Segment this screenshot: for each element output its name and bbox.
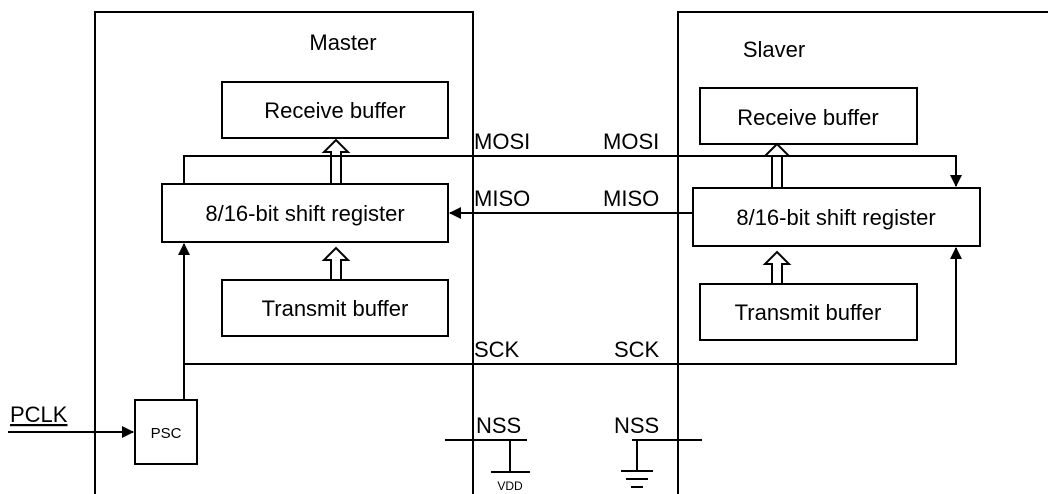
nss-slave-label: NSS	[614, 413, 659, 438]
master-tx-hollow-arrow-icon	[321, 246, 351, 281]
master-transmit-buffer-label: Transmit buffer	[262, 296, 409, 321]
slave-shift-register	[692, 187, 981, 247]
psc-label: PSC	[151, 425, 182, 442]
miso-slave-label: MISO	[603, 186, 659, 211]
mosi-slave-label: MOSI	[603, 129, 659, 154]
mosi-signal: MOSI MOSI	[183, 129, 962, 187]
mosi-master-label: MOSI	[474, 129, 530, 154]
master-frame	[94, 11, 474, 494]
master-rx-hollow-arrow-icon	[321, 138, 351, 185]
slave-frame	[677, 11, 1048, 494]
sck-master-label: SCK	[474, 337, 520, 362]
slave-receive-buffer-label: Receive buffer	[737, 105, 878, 130]
nss-master: NSS VDD	[445, 413, 530, 493]
sck-slave-label: SCK	[614, 337, 660, 362]
miso-signal: MISO MISO	[449, 186, 693, 219]
nss-master-label: NSS	[476, 413, 521, 438]
pclk-input: PCLK	[8, 402, 134, 438]
slave-receive-buffer	[699, 87, 918, 145]
miso-master-label: MISO	[474, 186, 530, 211]
slave-tx-hollow-arrow-icon	[762, 250, 792, 285]
slave-title: Slaver	[743, 37, 805, 62]
nss-slave: NSS	[614, 413, 702, 488]
slave-shift-register-label: 8/16-bit shift register	[736, 205, 935, 230]
sck-line	[184, 247, 962, 365]
master-title: Master	[309, 30, 376, 55]
sck-signal: SCK SCK	[178, 243, 962, 400]
master-device: Master Receive buffer 8/16-bit shift reg…	[94, 11, 474, 494]
slave-transmit-buffer-label: Transmit buffer	[735, 300, 882, 325]
ground-icon	[621, 470, 653, 488]
master-receive-buffer-label: Receive buffer	[264, 98, 405, 123]
slave-rx-hollow-arrow-icon	[762, 142, 792, 189]
master-shift-register-label: 8/16-bit shift register	[205, 201, 404, 226]
vdd-stub	[491, 440, 530, 473]
master-receive-buffer	[221, 81, 449, 139]
pclk-label: PCLK	[10, 402, 68, 427]
psc-block	[134, 399, 198, 465]
vdd-label: VDD	[497, 479, 523, 493]
slave-device: Slaver Receive buffer 8/16-bit shift reg…	[677, 11, 1048, 494]
master-shift-register	[161, 183, 449, 243]
mosi-line	[183, 155, 962, 187]
slave-transmit-buffer	[699, 283, 918, 341]
